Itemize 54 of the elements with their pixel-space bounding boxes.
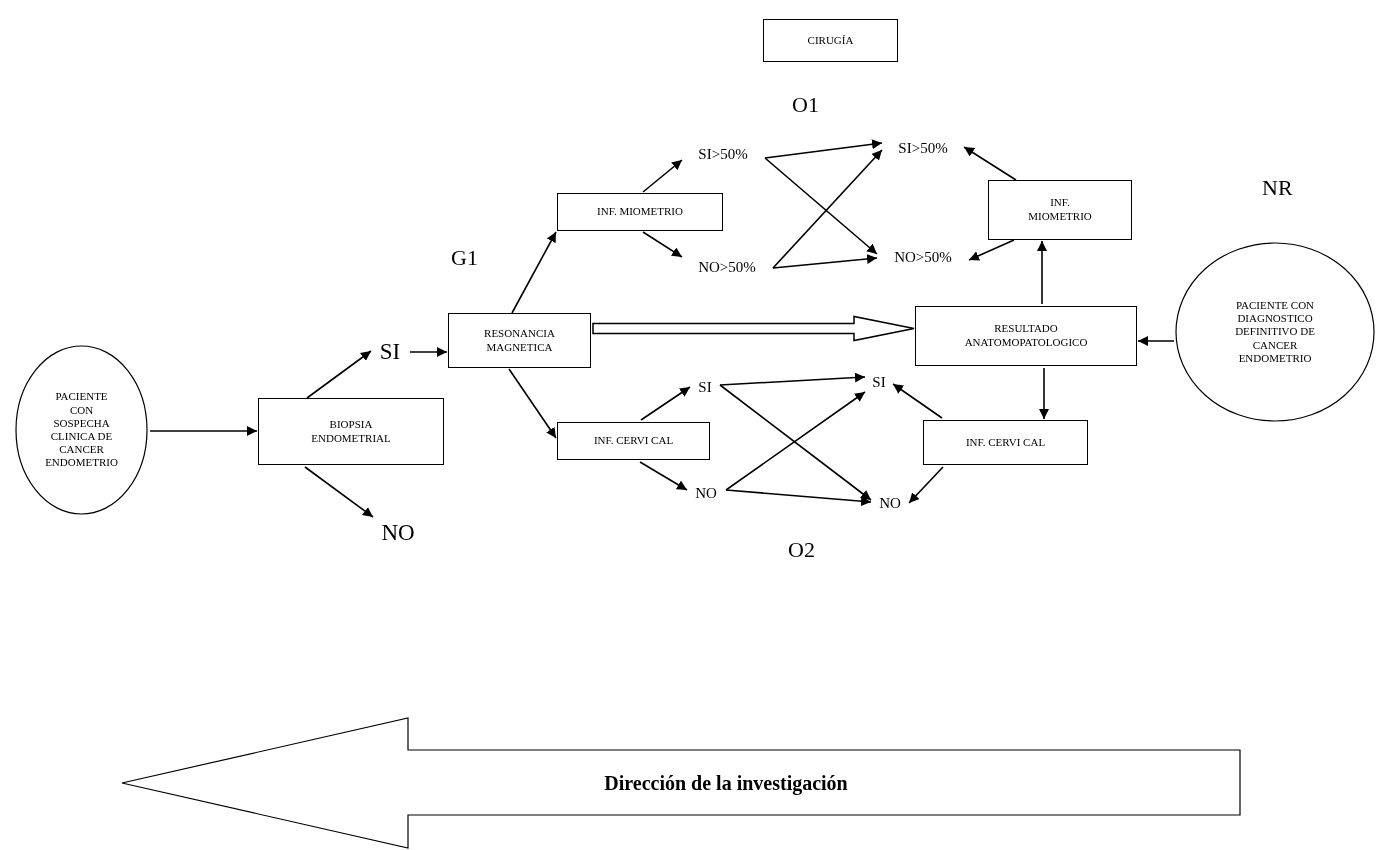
process-box: CIRUGÍA [763,19,898,62]
patient-ellipse [1175,242,1375,422]
arrow [908,466,944,504]
arrow [772,254,878,269]
arrow [764,139,883,159]
arrow [640,386,691,421]
arrow [764,157,878,255]
answer-text: NO [872,491,908,515]
answer-text: SI>50% [683,142,763,166]
arrow [725,391,866,491]
arrow [409,347,448,357]
plan-label: O1 [792,92,819,118]
arrow [304,466,374,518]
plan-label: O2 [788,537,815,563]
process-box: INF. CERVI CAL [557,422,710,460]
arrow [1037,240,1047,305]
arrow [719,372,866,386]
hollow-arrow [592,315,915,342]
process-box: INF. MIOMETRIO [988,180,1132,240]
answer-text: SI [692,375,718,399]
plan-label: NR [1262,175,1293,201]
process-box: RESONANCIA MAGNETICA [448,313,591,368]
process-box: BIOPSIA ENDOMETRIAL [258,398,444,465]
node-text: Dirección de la investigación [604,771,848,795]
answer-text: SI [372,337,408,367]
arrow [306,350,372,399]
answer-text: SI [866,370,892,394]
answer-text: NO [374,518,422,548]
answer-text: NO>50% [878,245,968,269]
arrow [511,231,557,314]
arrow [149,426,258,436]
arrow [1137,336,1175,346]
arrow [963,146,1017,181]
arrow [725,489,872,507]
process-box: RESULTADO ANATOMOPATOLOGICO [915,306,1137,366]
patient-ellipse [15,345,148,515]
arrow [772,149,883,269]
arrow [642,159,683,193]
arrow [968,239,1015,261]
arrow [508,368,557,439]
arrow [1039,367,1049,420]
answer-text: NO>50% [683,255,771,279]
arrow [642,231,683,258]
node-text: PACIENTE CON DIAGNOSTICO DEFINITIVO DE CANCER ENDOMETRIO [1234,299,1316,365]
process-box: INF. MIOMETRIO [557,193,723,231]
node-text: PACIENTE CON SOSPECHA CLINICA DE CANCER ENDOMETRIO [45,390,118,470]
process-box: INF. CERVI CAL [923,420,1088,465]
direction-arrow [122,718,1240,848]
answer-text: SI>50% [883,136,963,160]
group-label: G1 [451,245,478,271]
arrow [892,383,943,419]
arrow [639,461,688,491]
arrow [719,384,872,501]
answer-text: NO [688,481,724,505]
